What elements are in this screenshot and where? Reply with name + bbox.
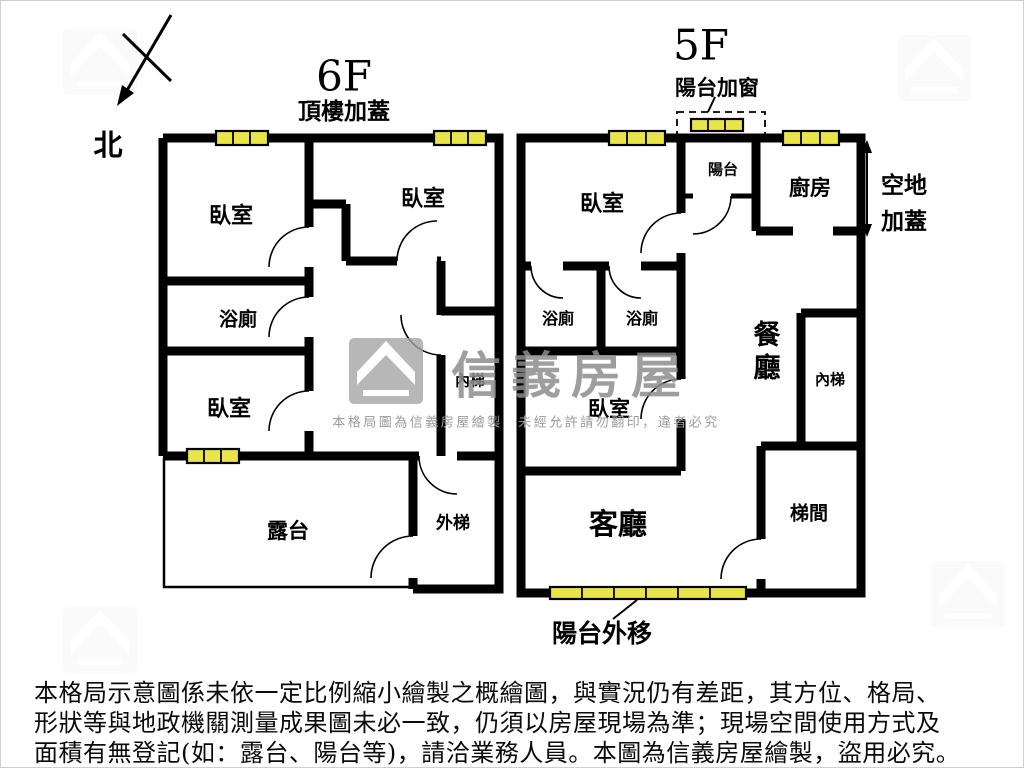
room-6f-bedroom-lower: 臥室	[206, 397, 252, 422]
room-6f-outer-stairs: 外梯	[436, 513, 470, 534]
annotation-open-space-line2: 加蓋	[881, 209, 927, 235]
room-6f-bedroom-top-left: 臥室	[208, 204, 254, 229]
plan-6f-title: 6F	[316, 51, 372, 101]
room-5f-balcony: 陽台	[707, 160, 739, 179]
north-label: 北	[93, 128, 123, 162]
room-6f-terrace: 露台	[267, 519, 309, 543]
room-5f-dining: 餐廳	[748, 320, 780, 386]
plan-6f-subtitle: 頂樓加蓋	[298, 99, 390, 125]
balcony-window-dashed-box	[676, 96, 766, 140]
room-6f-bedroom-top-right: 臥室	[400, 187, 446, 212]
watermark-notice: 本格局圖為信義房屋繪製 未經允許請勿翻印，違者必究	[332, 415, 720, 431]
room-5f-living: 客廳	[588, 507, 648, 541]
room-6f-inner-stairs: 內梯	[454, 371, 486, 390]
open-space-dimension-arrow	[862, 140, 872, 237]
window-marker-5f-kitchen	[781, 129, 841, 147]
annotation-balcony-extended: 陽台外移	[551, 619, 653, 648]
room-5f-bedroom-top: 臥室	[579, 192, 625, 217]
plan-5f-walls	[516, 133, 866, 598]
disclaimer-line-2: 形狀等與地政機關測量成果圖未必一致，仍須以房屋現場為準；現場空間使用方式及	[34, 709, 941, 737]
window-marker-6f-top-left	[214, 129, 270, 147]
room-5f-bathroom-left: 浴廁	[541, 309, 575, 328]
annotation-open-space-line1: 空地	[881, 173, 927, 199]
room-5f-bathroom-right: 浴廁	[625, 309, 659, 328]
window-marker-6f-top-right	[432, 129, 488, 147]
terrace-outline	[162, 458, 412, 589]
plan-5f-title: 5F	[673, 20, 729, 70]
room-5f-kitchen: 廚房	[789, 176, 831, 200]
brand-logo-icon	[349, 338, 423, 404]
room-6f-bathroom: 浴廁	[218, 308, 258, 331]
watermark-brand: 信義房屋	[451, 346, 691, 405]
window-marker-5f-bottom	[548, 585, 748, 620]
disclaimer-line-1: 本格局示意圖係未依一定比例縮小繪製之概繪圖，與實況仍有差距，其方位、格局、	[34, 679, 941, 707]
window-marker-5f-top-left	[607, 129, 667, 147]
plan-5f-subtitle: 陽台加窗	[675, 76, 759, 100]
north-arrow-icon	[117, 14, 173, 106]
plan-6f-walls	[158, 133, 504, 594]
room-5f-bedroom-middle: 臥室	[588, 397, 630, 421]
room-5f-inner-stairs: 內梯	[814, 370, 846, 389]
door-swing-arcs-5f	[530, 195, 762, 580]
disclaimer-line-3: 面積有無登記(如：露台、陽台等)，請洽業務人員。本圖為信義房屋繪製，盜用必究。	[34, 739, 961, 767]
room-5f-stair-hall: 梯間	[789, 502, 829, 525]
window-marker-6f-terrace	[185, 447, 241, 465]
